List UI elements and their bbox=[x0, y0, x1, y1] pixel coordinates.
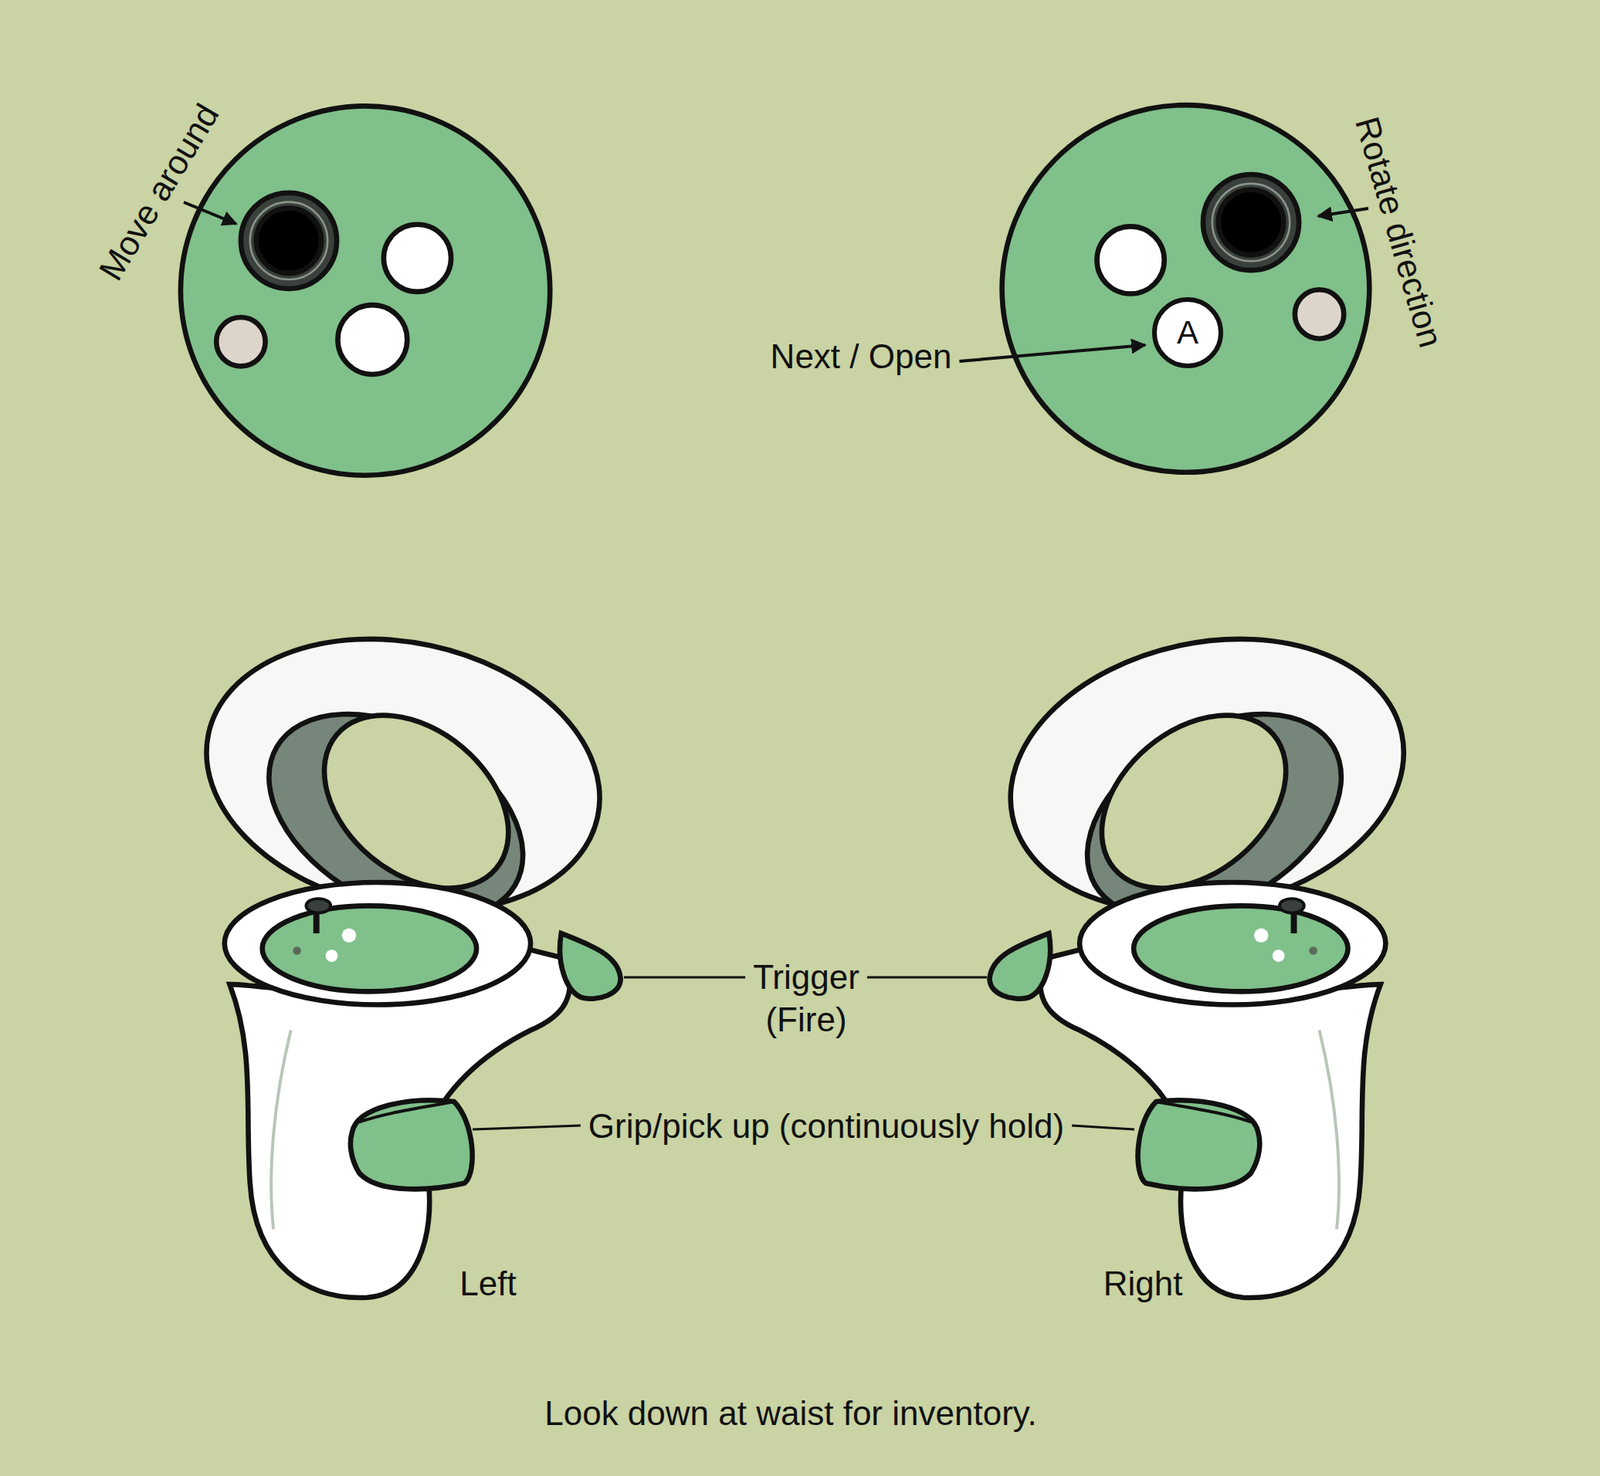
left-controller bbox=[180, 604, 625, 1299]
leader-line bbox=[867, 976, 987, 980]
plate-circle bbox=[1002, 105, 1370, 473]
plate-circle bbox=[180, 105, 550, 475]
button-letter: A bbox=[1176, 316, 1199, 350]
control-label: Grip/pick up (continuously hold) bbox=[588, 1105, 1065, 1148]
button bbox=[1097, 226, 1165, 294]
button bbox=[337, 305, 407, 375]
right-button-plate bbox=[1002, 105, 1370, 473]
caption: Look down at waist for inventory. bbox=[544, 1392, 1038, 1435]
leader-line bbox=[1071, 1125, 1135, 1130]
leader-arrow bbox=[1318, 208, 1369, 217]
hand-label: Left bbox=[459, 1262, 516, 1306]
thumbstick bbox=[240, 193, 337, 289]
button-circle: A bbox=[1152, 297, 1224, 369]
leader-arrow bbox=[959, 345, 1146, 362]
button bbox=[383, 224, 451, 292]
thumbstick-top bbox=[1218, 189, 1285, 256]
hand-label: Right bbox=[1103, 1262, 1184, 1306]
thumbstick-top bbox=[256, 208, 323, 275]
menu-button bbox=[1294, 289, 1344, 339]
thumbstick-ring bbox=[250, 202, 328, 280]
leader-line bbox=[623, 976, 746, 980]
control-label: Trigger (Fire) bbox=[752, 955, 860, 1041]
leader-arrow bbox=[183, 202, 237, 224]
thumbstick-ring bbox=[1212, 183, 1290, 262]
control-label: Next / Open bbox=[770, 335, 953, 378]
left-button-plate bbox=[180, 105, 550, 475]
leader-line bbox=[472, 1125, 581, 1130]
thumbstick bbox=[1203, 174, 1299, 271]
menu-button bbox=[216, 317, 265, 367]
right-controller bbox=[984, 604, 1429, 1299]
